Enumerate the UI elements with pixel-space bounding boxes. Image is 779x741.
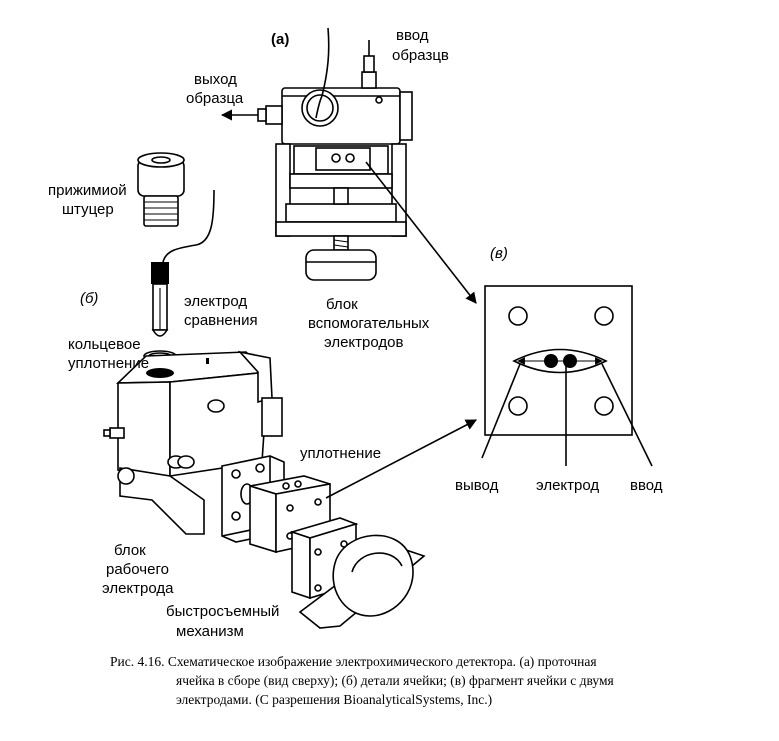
panel-a-label: (а) — [271, 31, 289, 48]
outlet-label: вывод — [455, 477, 499, 494]
electrode-label: электрод — [536, 477, 599, 494]
panel-b-label: (б) — [80, 290, 98, 307]
gasket-label: уплотнение — [300, 445, 381, 462]
oring-label-2: уплотнение — [68, 355, 149, 372]
assembled-cell-drawing — [220, 27, 477, 304]
work-block-label-3: электрода — [102, 580, 174, 597]
quick-release-label-2: механизм — [176, 623, 244, 640]
aux-block-label-2: вспомогательных — [308, 315, 430, 332]
panel-v-label: (в) — [490, 245, 508, 262]
caption-line-2: ячейка в сборе (вид сверху); (б) детали … — [176, 673, 614, 688]
sample-outlet-label: выход — [194, 71, 237, 88]
compression-fitting — [137, 152, 185, 227]
working-electrode-block — [249, 475, 331, 554]
sample-inlet-label-2: образцв — [392, 47, 449, 64]
aux-block-label-3: электродов — [324, 334, 403, 351]
sample-outlet-label-2: образца — [186, 90, 244, 107]
work-block-label: блок — [114, 542, 146, 559]
ref-electrode-label: электрод — [184, 293, 247, 310]
caption-line-3: электродами. (С разрешения Bioanalytical… — [176, 692, 493, 707]
caption-line-1: Рис. 4.16. Схематическое изображение эле… — [110, 654, 597, 669]
fitting-label-2: штуцер — [62, 201, 114, 218]
sample-inlet-label: ввод — [396, 27, 429, 44]
inlet-label: ввод — [630, 477, 663, 494]
figure-caption: Рис. 4.16. Схематическое изображение эле… — [110, 652, 750, 709]
quick-release-mechanism — [289, 517, 426, 629]
reference-electrode — [151, 189, 215, 337]
oring-label: кольцевое — [68, 336, 141, 353]
auxiliary-electrode-block — [103, 350, 283, 535]
cell-parts-drawing — [103, 152, 477, 629]
work-block-label-2: рабочего — [106, 561, 169, 578]
quick-release-label: быстросъемный — [166, 603, 279, 620]
aux-block-label: блок — [326, 296, 358, 313]
ref-electrode-label-2: сравнения — [184, 312, 258, 329]
electrode-detail-drawing — [481, 285, 653, 467]
fitting-label: прижимиой — [48, 182, 127, 199]
